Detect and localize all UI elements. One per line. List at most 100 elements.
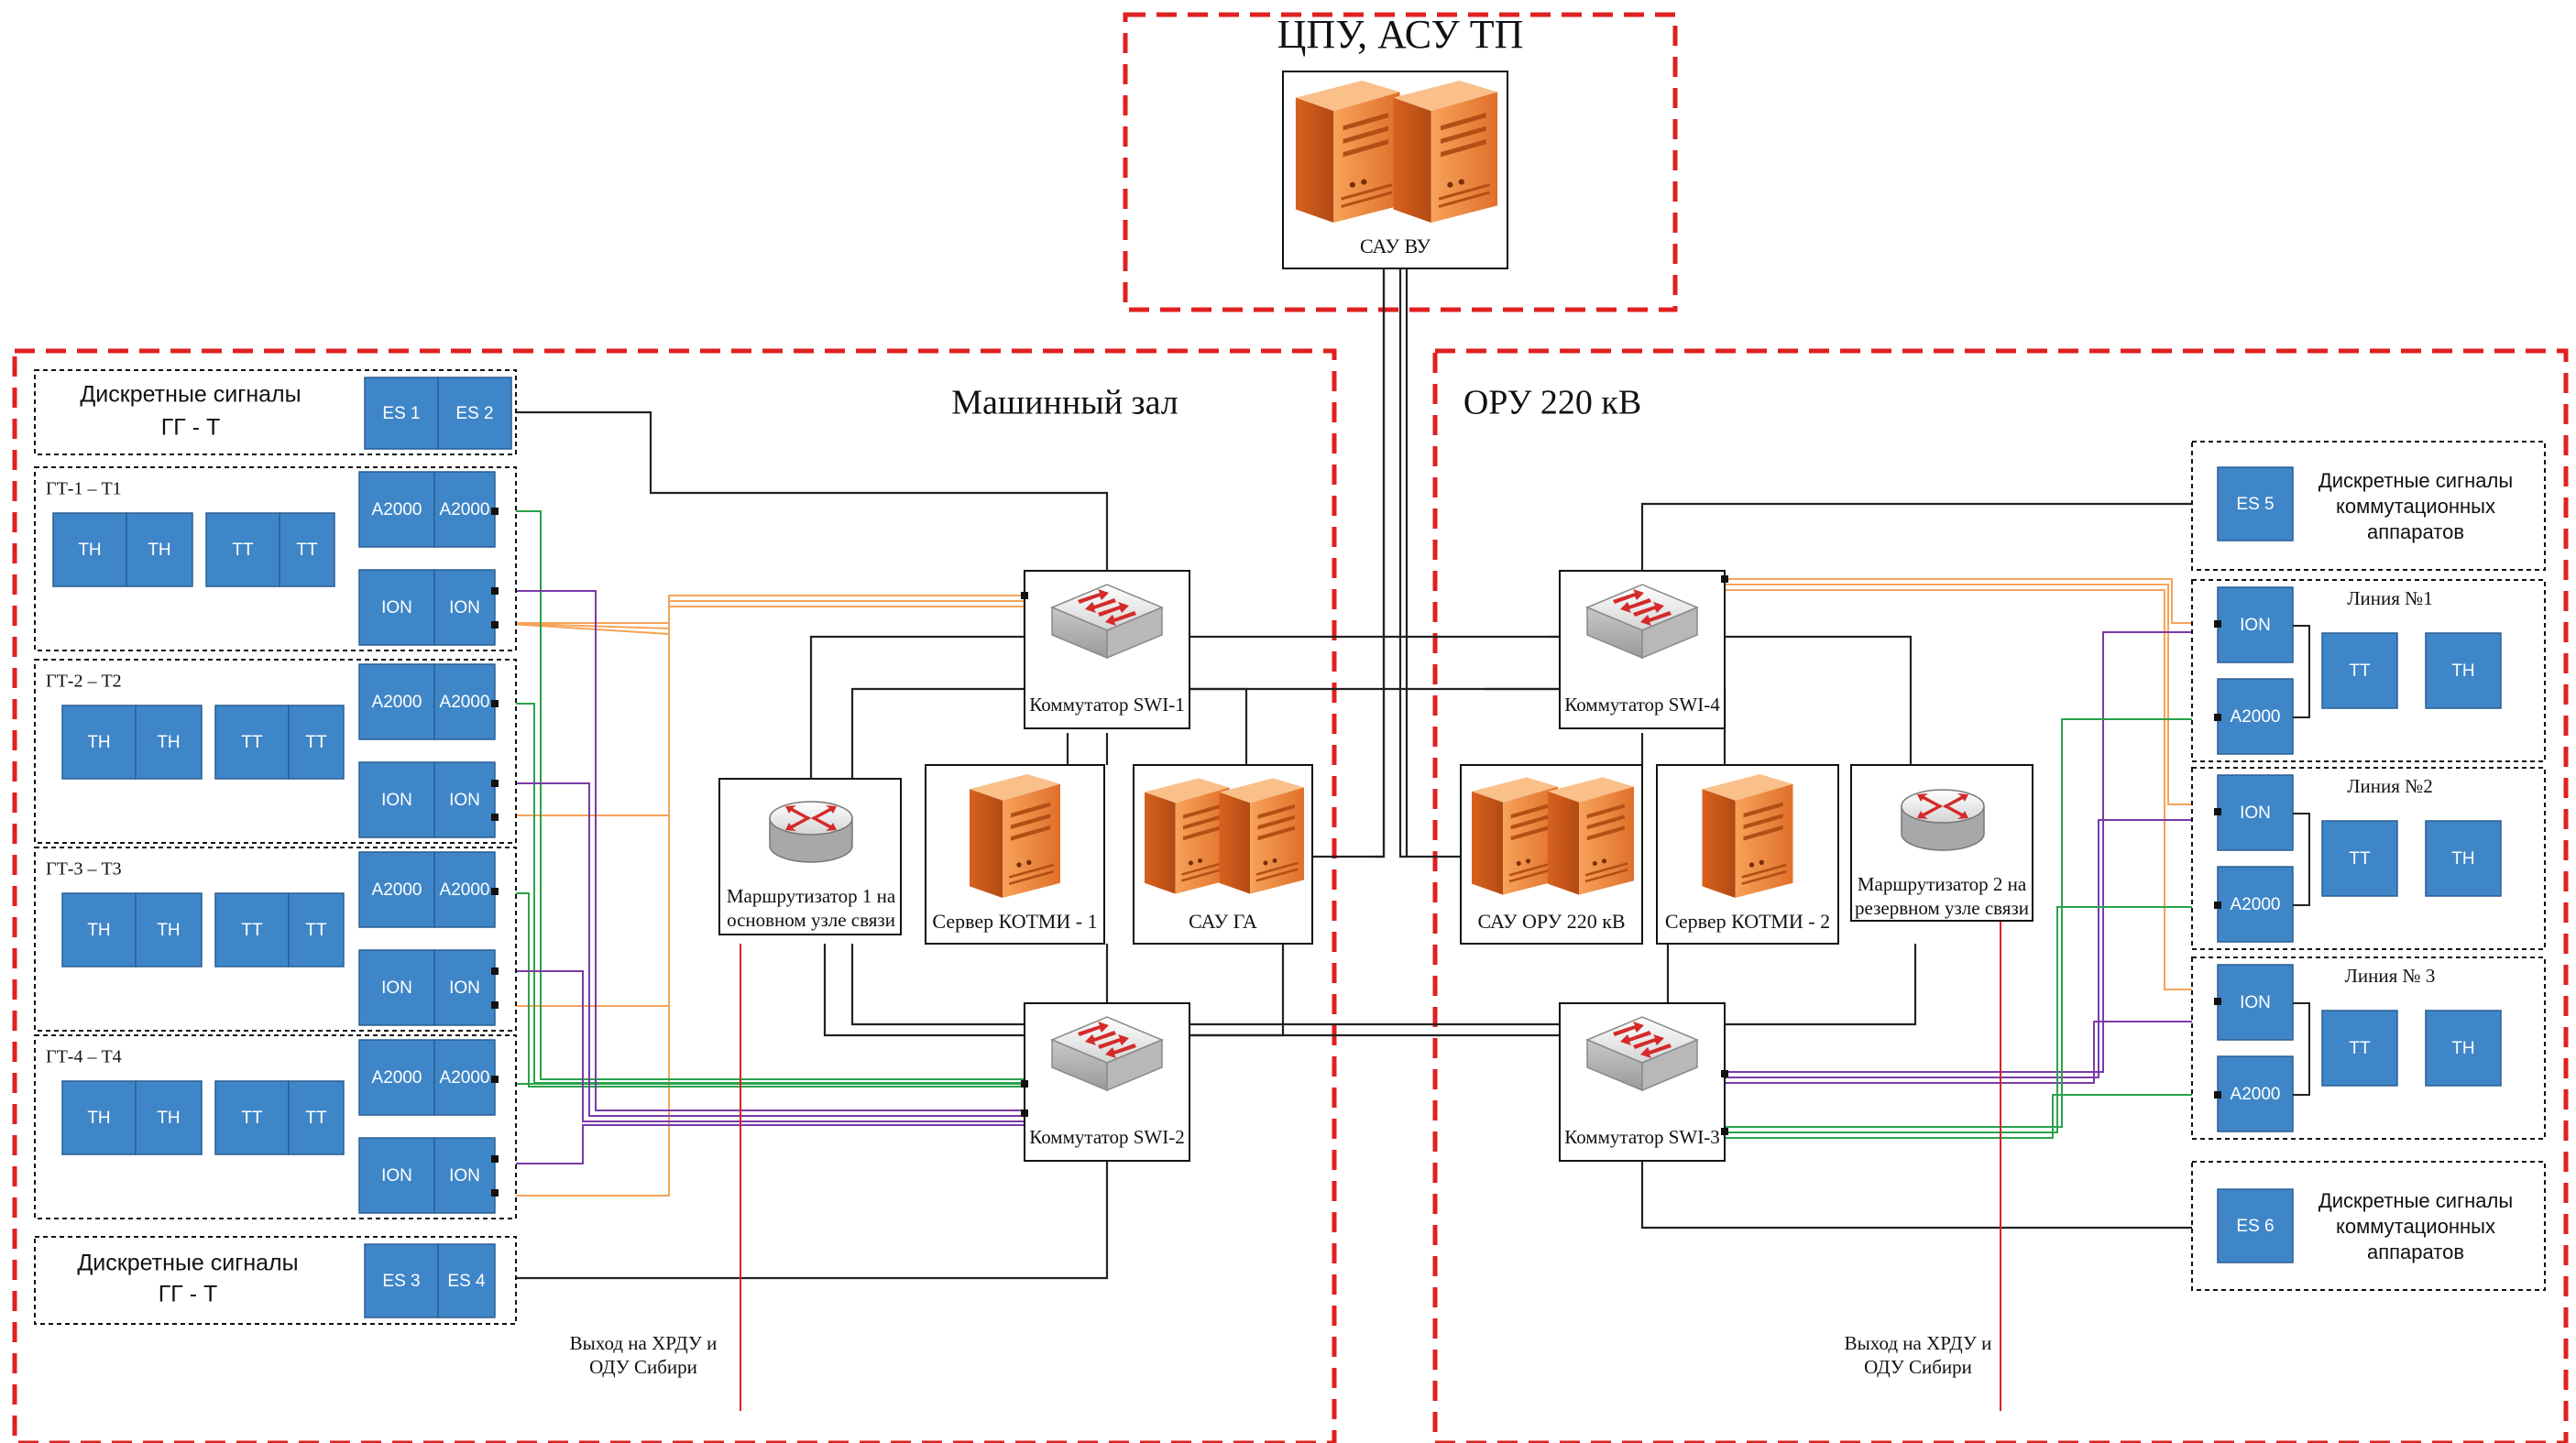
port: [2214, 902, 2221, 909]
link: [1375, 266, 1386, 858]
discrete-right-top-label-2: коммутационных: [2336, 495, 2495, 518]
labels: ЦПУ, АСУ ТП Машинный зал ОРУ 220 кВ САУ ВУ С…: [46, 12, 2513, 1378]
router-1-label-2: основном узле связи: [727, 909, 895, 931]
th-tile-label: ТН: [78, 541, 101, 560]
port: [491, 1189, 499, 1197]
port: [2214, 620, 2221, 628]
router-1-label-1: Маршрутизатор 1 на: [727, 885, 896, 907]
link: [1398, 266, 1407, 858]
th-tile-label: ТН: [157, 921, 180, 940]
es5-tile-label: ES 5: [2236, 495, 2274, 514]
discrete-bottom-label-1: Дискретные сигналы: [77, 1251, 298, 1276]
port: [1721, 575, 1728, 583]
port: [2214, 714, 2221, 721]
link: [494, 600, 1025, 630]
th-tile: [135, 1080, 203, 1155]
tt-tile-label: ТТ: [2349, 661, 2371, 681]
th-tile: [61, 892, 137, 967]
sau-ga-tower-a: [1143, 777, 1231, 895]
sau-vu-label: САУ ВУ: [1360, 235, 1431, 257]
zone-cpu-title: ЦПУ, АСУ ТП: [1277, 12, 1524, 57]
link: [1725, 578, 2218, 624]
link: [495, 612, 670, 816]
th-tile: [2425, 632, 2502, 709]
th-tile: [2425, 820, 2502, 897]
es6-tile-label: ES 6: [2236, 1217, 2274, 1236]
ion-tile: [433, 949, 496, 1026]
link: [1725, 631, 2218, 1073]
es6-tile: [2217, 1188, 2294, 1263]
th-tile-label: ТН: [2451, 849, 2474, 869]
ion-tile-label: ION: [381, 1166, 412, 1186]
a2000-tile: [358, 851, 435, 928]
tt-tile: [2321, 820, 2398, 897]
th-tile-label: ТН: [2451, 661, 2474, 681]
link: [1725, 819, 2218, 1078]
gt-panel-3-label: ГТ-3 – Т3: [46, 859, 122, 880]
ion-tile-label: ION: [2240, 616, 2271, 635]
es4-tile-label: ES 4: [447, 1272, 486, 1291]
a2000-tile: [2217, 678, 2294, 755]
gt-panel-1-label: ГТ-1 – Т1: [46, 479, 122, 499]
port: [491, 888, 499, 895]
ion-tile: [433, 1137, 496, 1214]
exit-right-label-2: ОДУ Сибири: [1864, 1356, 1972, 1378]
link: [1725, 1021, 2218, 1084]
th-tile-label: ТН: [148, 541, 170, 560]
port: [491, 1155, 499, 1163]
link: [1725, 906, 2218, 1133]
discrete-right-top-panel: [2191, 441, 2546, 571]
line-panel-1-label: Линия №1: [2347, 587, 2432, 609]
link: [495, 590, 1025, 1111]
zone-machine-hall-border: [12, 348, 1337, 1443]
es4-tile: [437, 1243, 496, 1318]
port: [1021, 1080, 1028, 1088]
zone-oru-title: ОРУ 220 кВ: [1463, 384, 1641, 422]
zone-machine-hall-title: Машинный зал: [951, 384, 1178, 422]
ion-tile-label: ION: [449, 598, 480, 618]
tt-tile-label: ТТ: [305, 921, 327, 940]
a2000-tile-label: A2000: [440, 693, 490, 712]
es3-tile-label: ES 3: [382, 1272, 420, 1291]
link: [495, 510, 1025, 1080]
link: [495, 618, 670, 1007]
port: [491, 700, 499, 707]
link: [1640, 502, 2194, 573]
exit-left-label-2: ОДУ Сибири: [589, 1356, 697, 1378]
th-tile-label: ТН: [157, 733, 180, 752]
th-tile: [61, 1080, 137, 1155]
tt-tile: [288, 705, 345, 780]
discrete-right-bottom-label-2: коммутационных: [2336, 1215, 2495, 1238]
router-1-icon: [769, 801, 853, 863]
tt-tile-label: ТТ: [241, 921, 263, 940]
discrete-bottom-label-2: ГГ - Т: [159, 1282, 218, 1307]
a2000-tile-label: A2000: [440, 500, 490, 519]
a2000-tile-label: A2000: [2231, 1085, 2281, 1104]
ion-tile: [2217, 586, 2294, 663]
ion-tile-label: ION: [381, 978, 412, 998]
tt-tile: [214, 705, 290, 780]
gt-panel-4-label: ГТ-4 – Т4: [46, 1047, 122, 1067]
gt-panel-2-label: ГТ-2 – Т2: [46, 672, 122, 692]
a2000-tile: [433, 1039, 496, 1116]
link: [1640, 1156, 2194, 1230]
switch-swi-2-label: Коммутатор SWI-2: [1029, 1126, 1185, 1148]
th-tile-label: ТН: [87, 733, 110, 752]
a2000-tile-label: A2000: [2231, 707, 2281, 727]
link: [2293, 625, 2310, 718]
tt-tile-label: ТТ: [296, 541, 318, 560]
link: [495, 1156, 1109, 1280]
ion-tile-label: ION: [449, 978, 480, 998]
server-kotmi-2-label: Сервер КОТМИ - 2: [1665, 910, 1830, 933]
th-tile: [2425, 1010, 2502, 1087]
ion-tile-label: ION: [449, 1166, 480, 1186]
th-tile: [52, 512, 127, 587]
port: [491, 780, 499, 787]
es2-tile-label: ES 2: [455, 404, 493, 423]
link: [1189, 944, 1285, 1037]
port: [2214, 808, 2221, 815]
link: [850, 687, 1025, 779]
discrete-right-top-label-3: аппаратов: [2367, 520, 2464, 543]
